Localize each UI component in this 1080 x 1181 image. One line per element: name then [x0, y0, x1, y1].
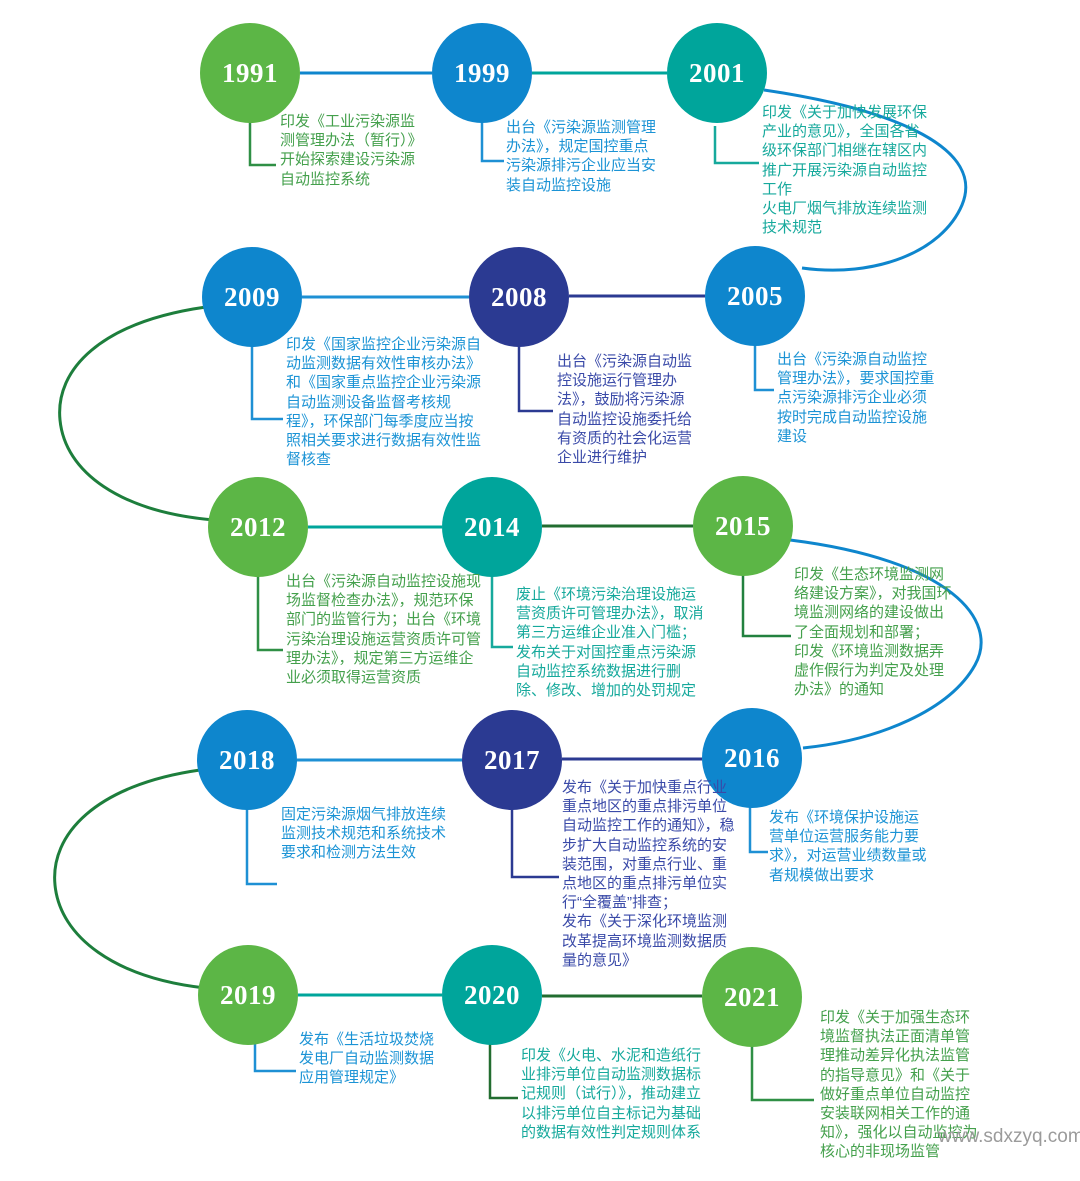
year-node-2009: 2009 — [202, 247, 302, 347]
year-label: 2016 — [724, 742, 780, 773]
event-text-2009: 印发《国家监控企业污染源自动监测数据有效性审核办法》和《国家重点监控企业污染源自… — [286, 336, 482, 469]
year-node-2019: 2019 — [198, 945, 298, 1045]
year-node-2014: 2014 — [442, 477, 542, 577]
event-text-2015: 印发《生态环境监测网络建设方案》，对我国环境监测网络的建设做出了全面规划和部署；… — [794, 566, 952, 699]
event-text-2020: 印发《火电、水泥和造纸行业排污单位自动监测数据标记规则（试行）》，推动建立以排污… — [521, 1047, 702, 1141]
event-text-2005: 出台《污染源自动监控管理办法》，要求国控重点污染源排污企业必须按时完成自动监控设… — [777, 351, 935, 445]
year-node-1999: 1999 — [432, 23, 532, 123]
elbow-1991 — [248, 120, 276, 167]
year-node-2015: 2015 — [693, 476, 793, 576]
year-label: 2019 — [220, 979, 276, 1010]
elbow-2015 — [741, 573, 791, 638]
event-text-2001: 印发《关于加快发展环保产业的意见》，全国各省级环保部门相继在辖区内推广开展污染源… — [762, 104, 928, 237]
elbow-2014 — [490, 574, 513, 649]
year-node-2012: 2012 — [208, 477, 308, 577]
event-text-2021: 印发《关于加强生态环境监督执法正面清单管理推动差异化执法监管的指导意见》和《关于… — [820, 1009, 978, 1161]
elbow-2019 — [253, 1042, 296, 1073]
elbow-2009 — [250, 344, 283, 421]
year-label: 2008 — [491, 281, 547, 312]
event-text-2017: 发布《关于加快重点行业重点地区的重点排污单位自动监控工作的通知》，稳步扩大自动监… — [562, 779, 735, 969]
year-label: 2014 — [464, 511, 520, 542]
elbow-2021 — [750, 1044, 814, 1102]
curve-2009-2012 — [58, 305, 215, 522]
event-text-1999: 出台《污染源监测管理办法》，规定国控重点污染源排污企业应当安装自动监控设施 — [506, 119, 657, 194]
year-label: 2012 — [230, 511, 286, 542]
elbow-2016 — [748, 805, 768, 854]
year-node-2021: 2021 — [702, 947, 802, 1047]
year-label: 2001 — [689, 57, 745, 88]
year-node-2018: 2018 — [197, 710, 297, 810]
year-node-2017: 2017 — [462, 710, 562, 810]
year-node-2016: 2016 — [702, 708, 802, 808]
year-node-1991: 1991 — [200, 23, 300, 123]
elbow-2005 — [753, 343, 774, 392]
year-node-2001: 2001 — [667, 23, 767, 123]
event-text-2014: 废止《环境污染治理设施运营资质许可管理办法》，取消第三方运维企业准入门槛； 发布… — [516, 586, 704, 699]
year-node-2005: 2005 — [705, 246, 805, 346]
year-label: 2015 — [715, 510, 771, 541]
event-text-2018: 固定污染源烟气排放连续监测技术规范和系统技术要求和检测方法生效 — [281, 806, 447, 862]
year-node-2008: 2008 — [469, 247, 569, 347]
curve-2015-2016 — [789, 538, 983, 750]
year-label: 2005 — [727, 280, 783, 311]
elbow-2017 — [510, 807, 559, 879]
elbow-2018 — [245, 807, 277, 886]
event-text-2019: 发布《生活垃圾焚烧发电厂自动监测数据应用管理规定》 — [299, 1031, 435, 1087]
year-label: 1999 — [454, 57, 510, 88]
elbow-1999 — [480, 120, 504, 163]
elbow-2008 — [517, 344, 553, 413]
elbow-2012 — [256, 574, 283, 652]
event-text-1991: 印发《工业污染源监测管理办法（暂行）》开始探索建设污染源自动监控系统 — [280, 113, 416, 188]
curve-2001-2005 — [763, 88, 968, 272]
event-text-2012: 出台《污染源自动监控设施现场监督检查办法》，规范环保部门的监管行为；出台《环境污… — [286, 573, 482, 686]
curve-2018-2019 — [53, 768, 206, 990]
elbow-2020 — [488, 1042, 518, 1100]
watermark: www.sdxzyq.com — [938, 1126, 1080, 1147]
elbow-2001 — [713, 126, 759, 165]
year-label: 2021 — [724, 981, 780, 1012]
year-label: 1991 — [222, 57, 278, 88]
event-text-2016: 发布《环境保护设施运营单位运营服务能力要求》，对运营业绩数量或者规模做出要求 — [769, 809, 927, 884]
year-label: 2017 — [484, 744, 540, 775]
year-label: 2020 — [464, 979, 520, 1010]
year-label: 2009 — [224, 281, 280, 312]
year-label: 2018 — [219, 744, 275, 775]
year-node-2020: 2020 — [442, 945, 542, 1045]
event-text-2008: 出台《污染源自动监控设施运行管理办法》，鼓励将污染源自动监控设施委托给有资质的社… — [557, 353, 693, 466]
